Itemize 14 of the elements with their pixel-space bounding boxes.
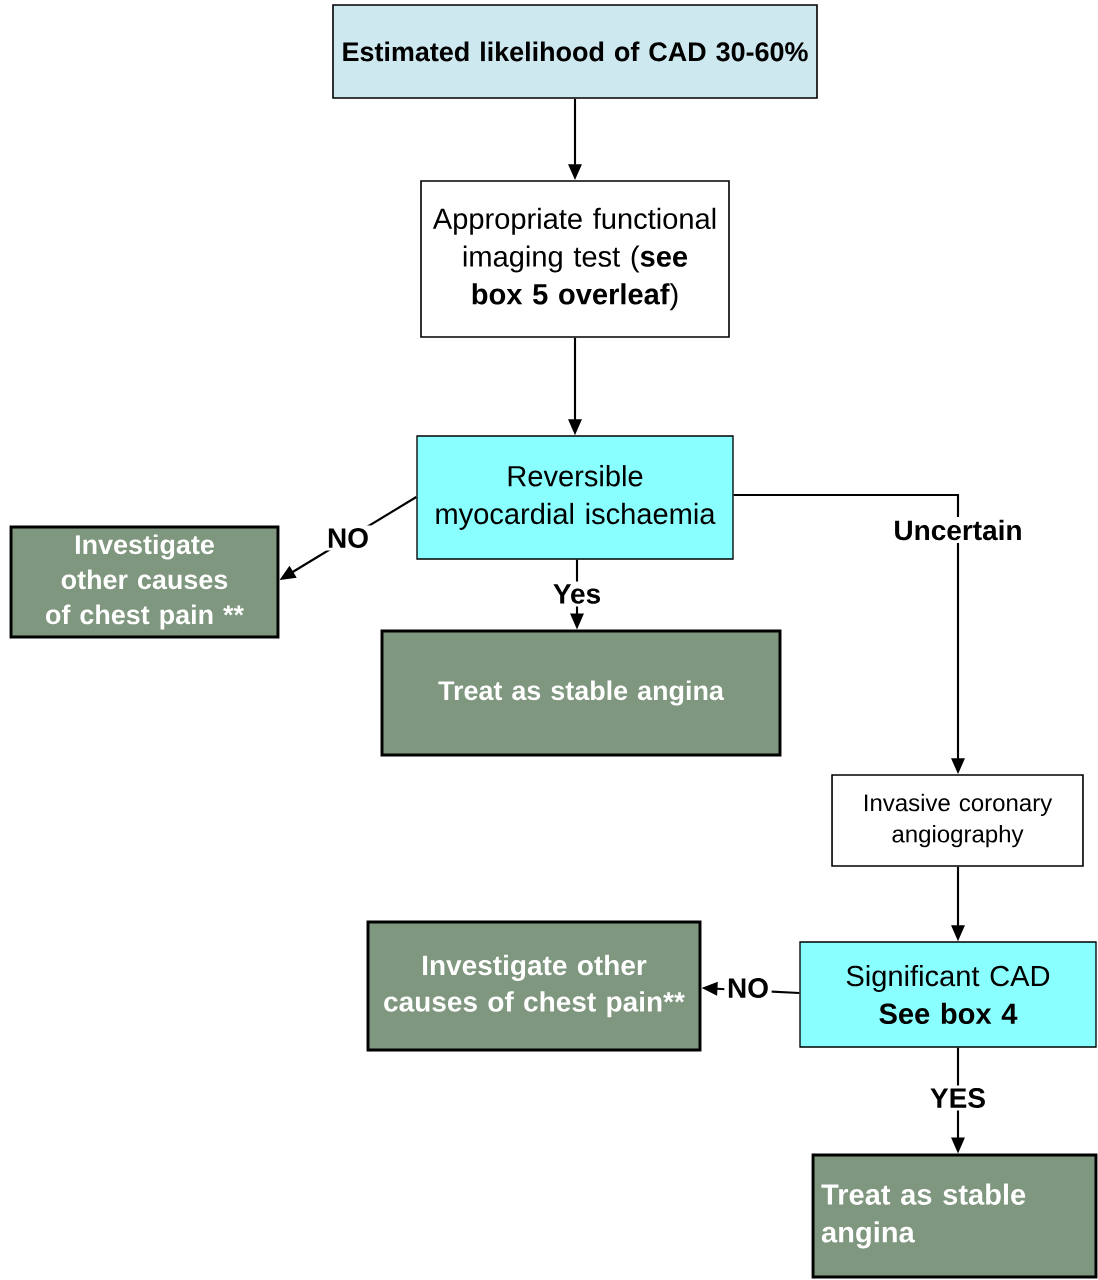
process-box: Appropriate functional imaging test (see box 5 overleaf) — [420, 180, 730, 338]
edge-label: NO — [724, 975, 772, 1001]
outcome-box: Treat as stable angina — [811, 1153, 1098, 1279]
outcome-box: Treat as stable angina — [380, 629, 782, 757]
decision-box: Reversible myocardial ischaemia — [416, 435, 734, 560]
edge-label: Yes — [550, 581, 604, 607]
process-box: Invasive coronary angiography — [831, 774, 1084, 867]
edge-label: YES — [927, 1085, 989, 1111]
edge-label: NO — [324, 525, 372, 551]
decision-box: Significant CAD See box 4 — [799, 941, 1097, 1048]
start-box: Estimated likelihood of CAD 30-60% — [332, 4, 818, 99]
outcome-box: Investigate other causes of chest pain ** — [9, 525, 280, 639]
outcome-box: Investigate other causes of chest pain** — [366, 920, 702, 1052]
edge-label: Uncertain — [890, 517, 1026, 543]
